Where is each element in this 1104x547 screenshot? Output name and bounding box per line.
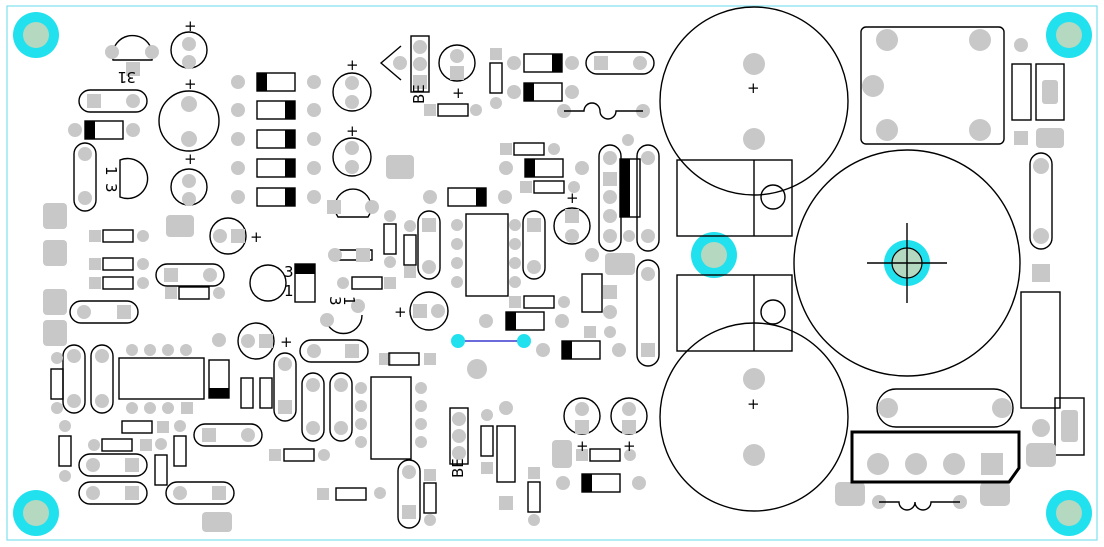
plus-label: +	[452, 84, 465, 102]
plus-label: +	[184, 17, 197, 35]
components-middle	[209, 35, 660, 529]
pin-3-label: 3	[102, 183, 120, 193]
power-connector	[850, 388, 1021, 511]
relay	[860, 26, 1005, 145]
plus-label: +	[747, 79, 760, 97]
plus-label: +	[184, 75, 197, 93]
regulator-top	[676, 159, 793, 237]
pin-3-label: 3	[326, 296, 344, 306]
pin-1-label: 1	[102, 166, 120, 176]
pin-3-label: 3	[284, 263, 294, 281]
toroid-transformer	[793, 149, 1021, 377]
pin-1-label: 1	[340, 296, 358, 306]
plus-label: +	[346, 56, 359, 74]
silkscreen-labels: + + + + + + + + + + + + + + 1 3 3 1 1 3 …	[102, 17, 760, 478]
components-left	[43, 31, 263, 532]
right-components	[835, 38, 1085, 506]
plus-label: +	[250, 228, 263, 246]
plus-label: +	[394, 303, 407, 321]
plus-label: +	[566, 189, 579, 207]
plus-label: +	[623, 437, 636, 455]
fuse-top	[557, 102, 650, 120]
large-capacitor-bottom	[659, 322, 849, 512]
pin-3-label: 3	[126, 68, 136, 86]
regulator-bottom	[676, 274, 793, 352]
jumper-trace	[451, 334, 531, 348]
plus-label: +	[346, 122, 359, 140]
mounting-holes	[13, 12, 1092, 536]
plus-label: +	[576, 437, 589, 455]
plus-label: +	[747, 395, 760, 413]
pin-1-label: 1	[284, 282, 294, 300]
transistor-be-label-bottom: BE	[449, 458, 467, 478]
pin-1-label: 1	[117, 68, 127, 86]
plus-label: +	[184, 150, 197, 168]
large-capacitor-top	[659, 6, 849, 196]
board-outline	[6, 5, 1098, 541]
transistor-be-label-top: BE	[410, 84, 428, 104]
plus-label: +	[280, 333, 293, 351]
